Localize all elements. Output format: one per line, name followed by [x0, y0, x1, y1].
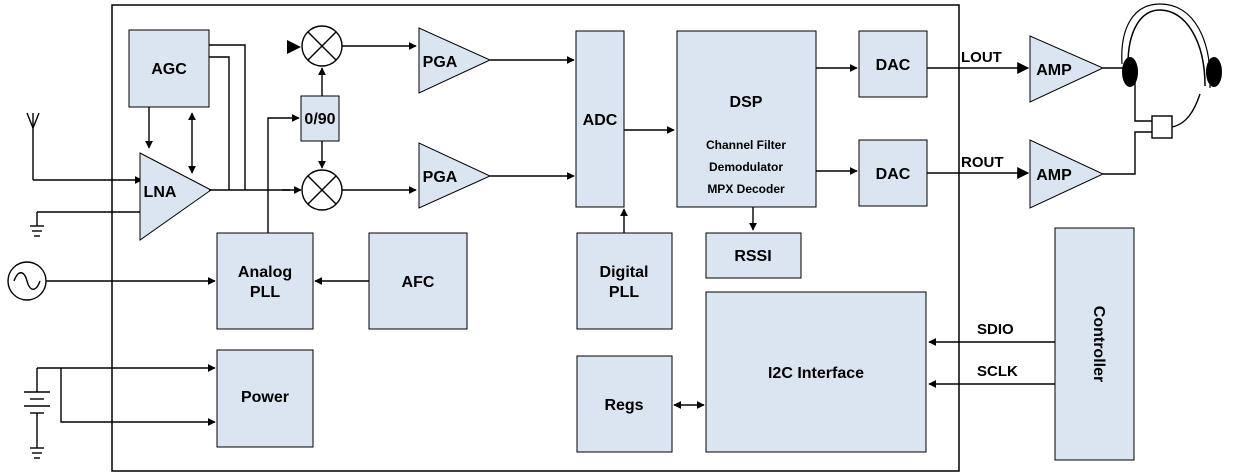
rssi-label: RSSI — [734, 248, 771, 265]
adc-block — [575, 30, 625, 208]
digital-pll-label-1: Digital — [600, 264, 649, 281]
pga-top-amplifier — [418, 27, 492, 94]
dac-top-block — [858, 30, 928, 98]
amp-bottom-amplifier — [1029, 139, 1105, 209]
headphones-icon — [1121, 3, 1222, 139]
agc-feedback-line-2 — [209, 56, 230, 190]
i2c-interface-label: I2C Interface — [768, 365, 864, 382]
dsp-line-mpx-decoder: MPX Decoder — [707, 182, 785, 196]
i2c-interface-block — [705, 291, 927, 453]
antenna-icon — [26, 112, 143, 184]
analog-pll-block — [216, 232, 314, 330]
sclk-label: SCLK — [977, 363, 1018, 380]
digital-pll-block — [576, 232, 673, 330]
sdio-label: SDIO — [977, 321, 1014, 338]
analog-pll-label-1: Analog — [238, 264, 292, 281]
amp-top-output-line — [1103, 67, 1152, 122]
pga-bottom-label: PGA — [423, 169, 458, 186]
amp-top-label: AMP — [1036, 62, 1072, 79]
afc-block — [368, 232, 468, 330]
agc-feedback-line — [209, 44, 246, 190]
dac-bottom-label: DAC — [876, 166, 911, 183]
ground-icon — [30, 211, 142, 237]
lna-amplifier — [139, 152, 212, 241]
controller-block — [1054, 227, 1135, 461]
amp-bottom-label: AMP — [1036, 167, 1072, 184]
regs-block — [576, 355, 673, 453]
top-mixer-icon — [301, 25, 343, 67]
pll-to-phase-line — [267, 114, 300, 233]
dsp-line-demodulator: Demodulator — [709, 160, 783, 174]
controller-label: Controller — [1090, 306, 1107, 382]
phase-shifter-block — [300, 95, 340, 142]
pga-top-label: PGA — [423, 54, 458, 71]
analog-pll-label-2: PLL — [250, 284, 280, 301]
dsp-line-channel-filter: Channel Filter — [706, 138, 786, 152]
pga-bottom-amplifier — [418, 142, 492, 209]
power-block — [216, 349, 314, 448]
power-supply-line-2 — [60, 368, 216, 426]
amp-top-amplifier — [1029, 35, 1105, 103]
oscillator-icon — [7, 261, 47, 301]
phase-shifter-label: 0/90 — [304, 111, 335, 128]
digital-pll-label-2: PLL — [609, 284, 639, 301]
amp-bottom-output-line — [1103, 131, 1152, 175]
rout-label: ROUT — [961, 154, 1004, 171]
lna-label: LNA — [144, 184, 177, 201]
dsp-title: DSP — [730, 94, 763, 111]
afc-label: AFC — [402, 274, 435, 291]
dsp-block — [676, 30, 817, 208]
agc-label: AGC — [151, 61, 187, 78]
rssi-block — [705, 232, 802, 279]
dac-top-label: DAC — [876, 57, 911, 74]
power-label: Power — [241, 389, 289, 406]
battery-icon — [24, 368, 50, 459]
top-mixer-input-arrow — [287, 40, 301, 54]
adc-label: ADC — [583, 112, 618, 129]
regs-label: Regs — [604, 397, 643, 414]
bottom-mixer-icon — [301, 169, 343, 211]
lout-label: LOUT — [961, 49, 1002, 66]
agc-block — [128, 29, 210, 108]
